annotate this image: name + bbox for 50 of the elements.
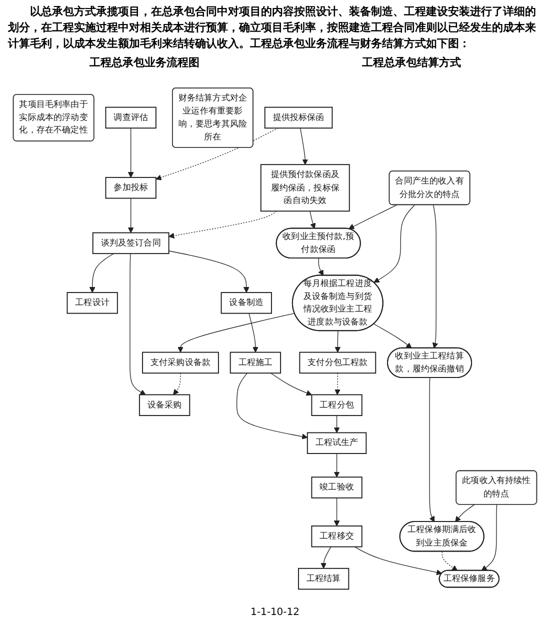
arrow [320, 546, 332, 568]
arrow [168, 250, 250, 293]
arrow [168, 210, 277, 238]
arrow [334, 415, 340, 433]
node-box: 调查评估 [105, 106, 156, 128]
node-box: 工程设计 [66, 292, 118, 314]
node-box: 工程结算 [298, 568, 350, 590]
node-box: 工程试生产 [306, 432, 367, 454]
arrow [334, 497, 340, 526]
arrow [178, 312, 295, 352]
node-box: 设备制造 [220, 292, 272, 314]
node-box: 参加投标 [105, 176, 156, 199]
column-heading: 工程总承包业务流程图 [89, 54, 200, 70]
arrow [481, 504, 498, 571]
node-box: 谈判及签订合同 [92, 232, 170, 254]
arrow [374, 323, 412, 348]
arrow [455, 504, 475, 522]
arrow [128, 128, 134, 178]
arrow [334, 330, 341, 352]
node-box: 支付采购设备款 [142, 352, 219, 374]
figure-number: 1-1-10-12 [250, 607, 300, 618]
arrow [348, 204, 398, 229]
arrow [429, 377, 435, 522]
node-box: 工程移交 [311, 525, 362, 548]
node-box: 工程分包 [311, 394, 362, 416]
arrow [442, 551, 458, 571]
node-box: 设备采购 [138, 394, 190, 416]
node-box: 工程施工 [230, 352, 282, 374]
arrow [432, 204, 438, 348]
arrow [130, 253, 146, 395]
arrow [374, 204, 415, 283]
node-box: 提供投标保函 [264, 106, 333, 128]
arrow [248, 312, 258, 352]
intro-paragraph: 以总承包方式承揽项目，在总承包合同中对项目的内容按照设计、装备制造、工程建设安装进行了详细的划分，在工程实施过程中对相关成本进行预算，确立项目毛利率，按照建造工程合同准则以已经发生的成本来计算毛利，以成本发生额加毛利来结转确认收入。工程总承包业务流程与财务结算方式如下图： [8, 4, 537, 52]
arrow [128, 198, 134, 233]
arrow [156, 128, 279, 180]
arrow [334, 452, 340, 478]
arrow [318, 258, 324, 276]
node-box: 支付分包工程款 [299, 352, 376, 374]
arrow [270, 372, 312, 396]
node-box: 竣工验收 [311, 476, 362, 498]
arrow [354, 546, 442, 576]
arrow [236, 372, 308, 440]
arrow [89, 253, 114, 293]
arrow [310, 210, 316, 229]
arrow [173, 372, 181, 395]
column-heading: 工程总承包结算方式 [362, 54, 461, 70]
arrow [334, 372, 340, 395]
node-box: 提供预付款保函及履约保函，投标保函自动失效 [260, 164, 350, 212]
arrow [300, 128, 308, 165]
